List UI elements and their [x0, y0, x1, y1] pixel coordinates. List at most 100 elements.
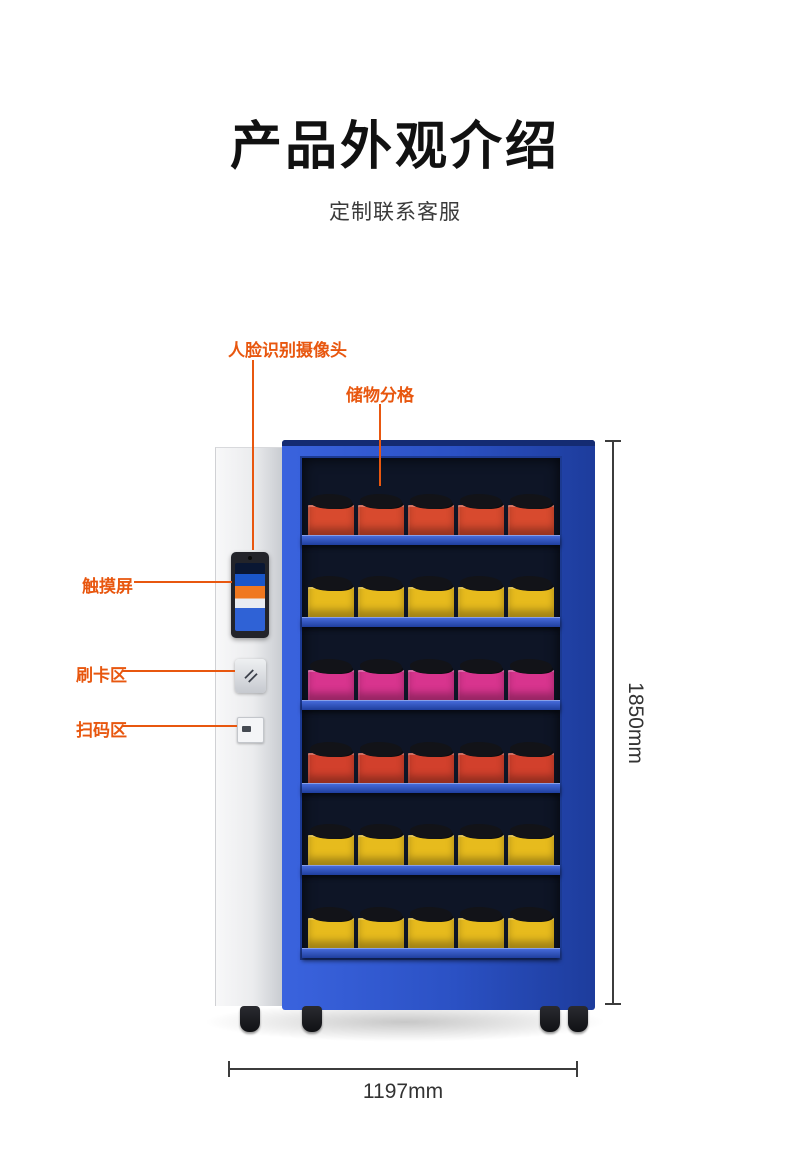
bin-contents [359, 659, 403, 675]
bin-contents [459, 741, 503, 757]
bin-contents [409, 907, 453, 923]
storage-bin [358, 576, 404, 618]
bin-row [302, 493, 560, 535]
height-dimension-cap-bottom [605, 1003, 621, 1005]
bin-contents [409, 576, 453, 592]
touchscreen-device [231, 552, 269, 638]
storage-bin [408, 659, 454, 701]
bin-contents [309, 659, 353, 675]
shelf-unit [302, 462, 560, 545]
storage-bin [458, 576, 504, 618]
callout-scan-code: 扫码区 [76, 721, 127, 740]
bin-contents [309, 907, 353, 923]
bin-contents [459, 907, 503, 923]
shelf-board [302, 700, 560, 711]
storage-bin [308, 824, 354, 866]
width-dimension-cap-right [576, 1061, 578, 1077]
page-subtitle: 定制联系客服 [329, 201, 461, 224]
leader-line-card-swipe [122, 670, 235, 672]
shelf-board [302, 948, 560, 959]
height-dimension-cap-top [605, 440, 621, 442]
leader-line-storage-grid [379, 404, 381, 486]
shelf-unit [302, 710, 560, 793]
bin-row [302, 741, 560, 783]
height-dimension-line [612, 441, 614, 1005]
width-dimension-label: 1197mm [362, 1080, 444, 1103]
callout-touch-screen: 触摸屏 [82, 577, 133, 596]
callout-storage-grid: 储物分格 [346, 386, 414, 405]
page-title: 产品外观介绍 [229, 118, 560, 176]
bin-contents [359, 824, 403, 840]
storage-bin [508, 741, 554, 783]
bin-contents [409, 659, 453, 675]
touchscreen-display [235, 563, 265, 631]
bin-contents [509, 576, 553, 592]
bin-contents [409, 741, 453, 757]
height-dimension-label: 1850mm [624, 682, 648, 764]
bin-contents [509, 493, 553, 509]
storage-bin [308, 576, 354, 618]
callout-face-camera: 人脸识别摄像头 [228, 341, 347, 360]
storage-bin [408, 907, 454, 949]
storage-bin [358, 493, 404, 535]
bin-contents [409, 493, 453, 509]
bin-contents [509, 741, 553, 757]
height-dimension-labelwrap: 1850mm [616, 440, 654, 1006]
bin-contents [359, 741, 403, 757]
caster-wheel [302, 1006, 322, 1032]
bin-contents [359, 576, 403, 592]
storage-bin [408, 576, 454, 618]
callout-card-swipe: 刷卡区 [76, 666, 127, 685]
leader-line-face-camera [252, 360, 254, 550]
storage-bin [358, 659, 404, 701]
shelf-unit [302, 793, 560, 876]
leader-line-touch-screen [134, 581, 232, 583]
caster-wheel [568, 1006, 588, 1032]
bin-contents [509, 907, 553, 923]
shelf-board [302, 865, 560, 876]
card-reader [235, 659, 266, 693]
cabinet-top-edge [282, 440, 595, 446]
storage-bin [458, 659, 504, 701]
bin-contents [459, 659, 503, 675]
shelf-board [302, 617, 560, 628]
bin-row [302, 576, 560, 618]
width-dimension-cap-left [228, 1061, 230, 1077]
storage-bin [308, 493, 354, 535]
leader-line-scan-code [122, 725, 237, 727]
storage-bin [358, 907, 404, 949]
bin-contents [309, 493, 353, 509]
storage-bin [508, 824, 554, 866]
cabinet-window [300, 456, 562, 960]
bin-row [302, 659, 560, 701]
storage-shelves [302, 458, 560, 959]
storage-bin [408, 493, 454, 535]
storage-bin [458, 824, 504, 866]
storage-bin [308, 907, 354, 949]
scan-module [237, 717, 264, 743]
scanner-window [242, 726, 251, 732]
bin-contents [459, 493, 503, 509]
storage-bin [508, 659, 554, 701]
card-swipe-icon [243, 669, 258, 683]
bin-contents [359, 493, 403, 509]
shelf-unit [302, 545, 560, 628]
bin-row [302, 824, 560, 866]
storage-bin [508, 493, 554, 535]
storage-bin [358, 741, 404, 783]
caster-wheel [540, 1006, 560, 1032]
caster-wheel [240, 1006, 260, 1032]
bin-contents [459, 576, 503, 592]
face-camera-dot [248, 556, 252, 560]
bin-contents [309, 741, 353, 757]
storage-bin [508, 907, 554, 949]
storage-bin [308, 659, 354, 701]
width-dimension-line [228, 1068, 578, 1070]
storage-bin [458, 907, 504, 949]
bin-contents [509, 659, 553, 675]
storage-bin [458, 493, 504, 535]
shelf-board [302, 782, 560, 793]
bin-contents [459, 824, 503, 840]
shelf-unit [302, 627, 560, 711]
